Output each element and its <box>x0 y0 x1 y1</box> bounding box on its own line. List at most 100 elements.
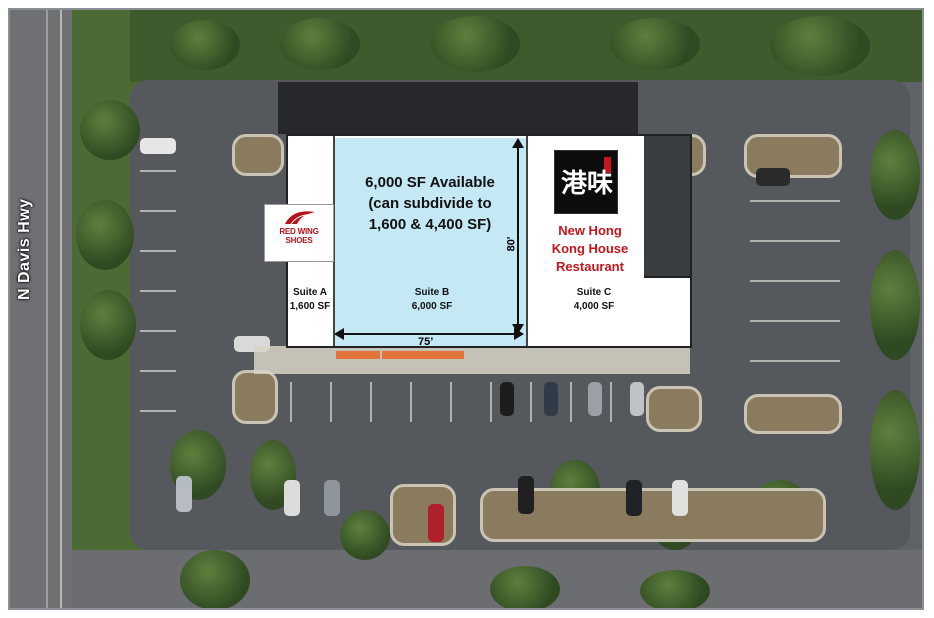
road-lane-stripe <box>46 10 48 608</box>
parking-stall-line <box>410 382 412 422</box>
parking-stall-line <box>610 382 612 422</box>
red-wing-brand: RED WING <box>279 227 319 236</box>
suite-c-size: 4,000 SF <box>573 301 615 312</box>
wing-icon <box>285 211 315 225</box>
parking-stall-line <box>140 290 176 292</box>
tree <box>770 16 870 76</box>
sidewalk <box>254 346 690 374</box>
parked-car <box>544 382 558 416</box>
parking-stall-line <box>330 382 332 422</box>
red-wing-shoes-text: SHOES <box>285 236 313 245</box>
tree <box>340 510 390 560</box>
parked-car <box>588 382 602 416</box>
tree <box>170 20 240 70</box>
restaurant-name-line-3: Restaurant <box>556 259 624 274</box>
landscape-island <box>232 370 278 424</box>
suite-a-name: Suite A <box>292 287 328 298</box>
logo-characters: 港味 <box>560 169 613 199</box>
parking-stall-line <box>570 382 572 422</box>
hong-kong-house-logo: 港味 <box>554 150 618 214</box>
width-dimension-line <box>338 333 520 335</box>
arrow-right-icon <box>514 328 524 340</box>
tree <box>80 290 136 360</box>
parked-car <box>324 480 340 516</box>
tree <box>870 250 920 360</box>
tree <box>870 130 920 220</box>
orange-curb-marking <box>382 351 464 359</box>
availability-line-3: 1,600 & 4,400 SF) <box>368 216 492 233</box>
road-edge-line <box>60 10 62 608</box>
parking-stall-line <box>750 240 840 242</box>
parking-stall-line <box>530 382 532 422</box>
parking-stall-line <box>750 200 840 202</box>
parked-car <box>672 480 688 516</box>
rear-roof <box>278 82 638 134</box>
restaurant-name-line-1: New Hong <box>558 223 622 238</box>
parking-stall-line <box>140 370 176 372</box>
arrow-left-icon <box>334 328 344 340</box>
suite-b-label: Suite B 6,000 SF <box>382 286 482 314</box>
orange-curb-marking <box>336 351 380 359</box>
restaurant-rear-patio <box>644 136 690 278</box>
parking-stall-line <box>140 330 176 332</box>
parking-stall-line <box>750 320 840 322</box>
tree <box>76 200 134 270</box>
restaurant-name: New Hong Kong House Restaurant <box>534 222 646 276</box>
suite-b-size: 6,000 SF <box>411 301 453 312</box>
parked-car <box>626 480 642 516</box>
parked-car <box>428 504 444 542</box>
tree <box>180 550 250 608</box>
tree <box>430 16 520 72</box>
parking-stall-line <box>140 250 176 252</box>
tree <box>80 100 140 160</box>
building-edge <box>644 276 690 278</box>
highway-road <box>10 10 72 608</box>
parking-stall-line <box>750 360 840 362</box>
parked-car <box>500 382 514 416</box>
parking-stall-line <box>290 382 292 422</box>
parking-stall-line <box>140 410 176 412</box>
restaurant-name-line-2: Kong House <box>551 241 629 256</box>
depth-dimension-line <box>517 142 519 328</box>
landscape-island <box>390 484 456 546</box>
availability-line-2: (can subdivide to <box>368 195 492 212</box>
site-map: RED WING SHOES 港味 6,000 SF Available (ca… <box>8 8 924 610</box>
parked-car <box>630 382 644 416</box>
parked-car <box>756 168 790 186</box>
landscape-island <box>480 488 826 542</box>
suite-c-name: Suite C <box>576 287 612 298</box>
parking-stall-line <box>370 382 372 422</box>
logo-seal-icon <box>604 157 611 173</box>
availability-callout: 6,000 SF Available (can subdivide to 1,6… <box>340 172 520 235</box>
red-wing-shoes-logo: RED WING SHOES <box>264 204 334 262</box>
suite-c-label: Suite C 4,000 SF <box>544 286 644 314</box>
landscape-island <box>232 134 284 176</box>
parking-stall-line <box>450 382 452 422</box>
tree <box>610 18 700 70</box>
parking-stall-line <box>490 382 492 422</box>
availability-line-1: 6,000 SF Available <box>365 174 495 191</box>
parked-car <box>176 476 192 512</box>
suite-a-label: Suite A 1,600 SF <box>286 286 334 314</box>
parked-car <box>284 480 300 516</box>
suite-b-name: Suite B <box>414 287 450 298</box>
depth-dimension-label: 80' <box>505 236 518 252</box>
arrow-up-icon <box>512 138 524 148</box>
road-label: N Davis Hwy <box>16 198 33 300</box>
parked-car <box>140 138 176 154</box>
parked-car <box>518 476 534 514</box>
suite-divider <box>333 136 335 346</box>
landscape-island <box>646 386 702 432</box>
landscape-island <box>744 394 842 434</box>
parking-stall-line <box>140 210 176 212</box>
parking-stall-line <box>140 170 176 172</box>
tree <box>640 570 710 608</box>
width-dimension-label: 75’ <box>418 336 434 348</box>
suite-divider <box>526 136 528 346</box>
tree <box>490 566 560 608</box>
tree <box>280 18 360 70</box>
suite-b-available-area <box>334 138 526 346</box>
suite-a-size: 1,600 SF <box>289 301 331 312</box>
tree <box>870 390 920 510</box>
parking-stall-line <box>750 280 840 282</box>
